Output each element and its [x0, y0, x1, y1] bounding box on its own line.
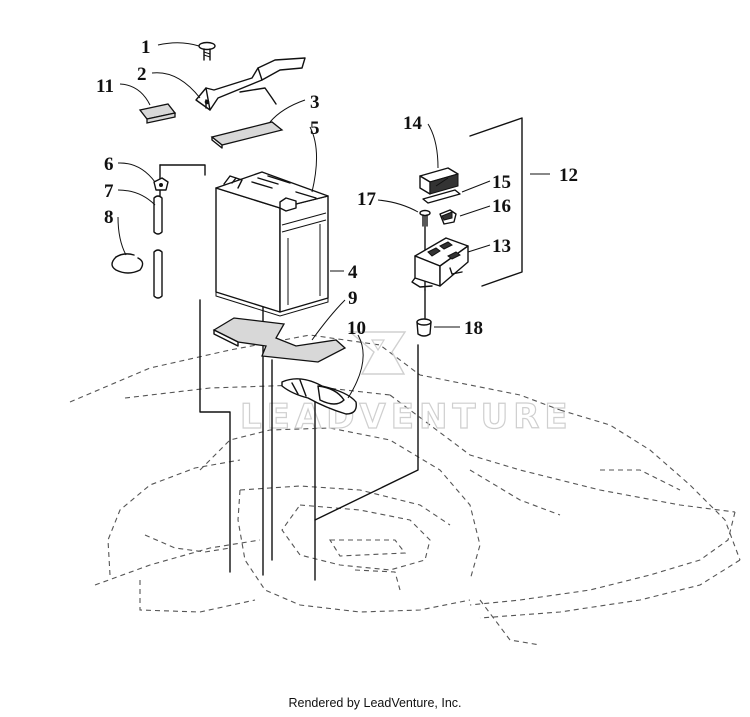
callout-2: 2: [137, 64, 147, 85]
bracket-12: [469, 117, 523, 287]
part-tube-7: [153, 195, 163, 299]
leader-lines: [117, 42, 550, 399]
part-relay-14: [419, 167, 459, 195]
callout-5: 5: [310, 118, 320, 139]
callout-7: 7: [104, 181, 114, 202]
callout-18: 18: [464, 318, 483, 339]
watermark-logo: [348, 331, 407, 375]
part-boot-10: [281, 378, 357, 415]
callout-14: 14: [403, 113, 423, 134]
callout-17: 17: [357, 189, 377, 210]
part-grommet-18: [416, 318, 432, 337]
callout-12: 12: [559, 165, 578, 186]
callout-11: 11: [96, 76, 114, 97]
vehicle-body-outline: [69, 334, 741, 646]
callout-4: 4: [348, 262, 358, 283]
callout-1: 1: [141, 37, 151, 58]
callout-labels: 1 2 11 3 5 6 7 8 4 9 10 14 12 15 16 17 1…: [96, 37, 578, 339]
part-bottom-pad-9: [212, 317, 347, 363]
footer-credit: Rendered by LeadVenture, Inc.: [288, 696, 462, 710]
callout-13: 13: [492, 236, 511, 257]
part-gasket-15: [422, 189, 461, 204]
callout-3: 3: [310, 92, 320, 113]
callout-15: 15: [492, 172, 511, 193]
part-screw-17: [419, 209, 431, 227]
part-battery-4: [215, 171, 329, 317]
callout-10: 10: [347, 318, 366, 339]
part-strap-2: [195, 57, 306, 111]
callout-8: 8: [104, 207, 114, 228]
part-top-pad-3: [210, 121, 284, 149]
watermark-text: LEADVENTURE: [240, 397, 573, 437]
callout-9: 9: [348, 288, 358, 309]
part-fuse-16: [439, 209, 457, 225]
callout-16: 16: [492, 196, 511, 217]
part-clip-6: [153, 177, 169, 191]
part-fuse-block-13: [411, 237, 469, 288]
part-screw-1: [198, 41, 216, 61]
part-pad-11: [138, 103, 177, 124]
part-ring-8: [111, 253, 144, 274]
callout-6: 6: [104, 154, 114, 175]
